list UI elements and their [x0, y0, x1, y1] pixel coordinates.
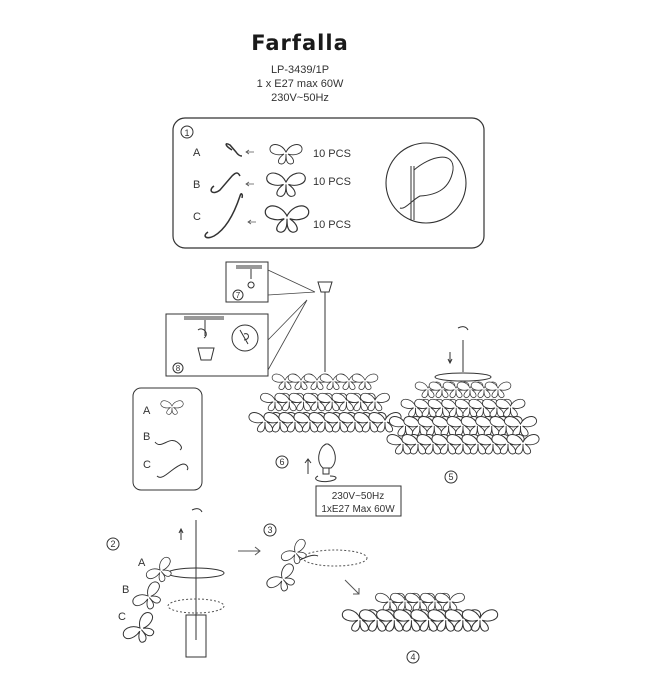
step8-canopy-panel: 8: [165, 299, 308, 377]
hook-a-icon: [225, 143, 243, 157]
step-number-4: 4: [410, 652, 415, 662]
arrow-icon: [238, 546, 261, 556]
hook-c-icon: [204, 193, 243, 239]
bulb-icon: [318, 443, 336, 475]
part-b-qty: 10 PCS: [313, 176, 351, 188]
part-a-qty: 10 PCS: [313, 148, 351, 160]
voltage-spec: 230V~50Hz: [271, 92, 329, 104]
page-title: Farfalla: [251, 31, 349, 55]
butterfly-a-icon: [269, 144, 303, 165]
arrow-icons: [245, 149, 256, 225]
part-c-qty: 10 PCS: [313, 219, 351, 231]
legend-c: C: [143, 459, 151, 471]
step-number-8: 8: [176, 364, 181, 373]
part-a-label: A: [193, 147, 201, 159]
step7-ceiling-hook-panel: 7: [225, 261, 316, 303]
step-number-5: 5: [448, 472, 453, 482]
assembly-step2: 2 A B C: [106, 508, 225, 658]
legend-a: A: [143, 405, 151, 417]
butterfly-detail-icon: [399, 156, 454, 220]
assembly-label-a: A: [138, 557, 146, 569]
rating-lamp: 1xE27 Max 60W: [321, 504, 395, 515]
step-number-1: 1: [184, 128, 189, 138]
assembly-label-b: B: [122, 584, 129, 596]
hook-legend-panel: A B C: [132, 387, 203, 491]
assembly-step4: 4: [341, 592, 499, 664]
lamp-spec: 1 x E27 max 60W: [256, 78, 344, 90]
step-number-3: 3: [267, 525, 272, 535]
hook-b-icon: [210, 172, 241, 194]
part-c-label: C: [193, 211, 201, 223]
step-number-7: 7: [236, 291, 241, 300]
butterfly-icon: [351, 373, 379, 390]
arrow-icon: [344, 579, 360, 595]
legend-b: B: [143, 431, 150, 443]
butterfly-b-icon: [266, 172, 306, 197]
step1-parts-panel: 1 A B C 10 PCS 10 PCS 10 PCS: [172, 117, 485, 249]
rating-voltage: 230V~50Hz: [332, 491, 385, 502]
butterfly-c-icon: [264, 205, 310, 233]
step-number-6: 6: [279, 457, 284, 467]
step-number-2: 2: [110, 539, 115, 549]
assembly-label-c: C: [118, 611, 126, 623]
rating-label-box: 230V~50Hz 1xE27 Max 60W: [315, 485, 402, 517]
detail-circle: [385, 142, 467, 224]
chandelier-step6: 6: [248, 281, 402, 483]
assembly-step3: 3: [263, 523, 368, 598]
model-number: LP-3439/1P: [270, 64, 330, 76]
part-b-label: B: [193, 179, 200, 191]
chandelier-step5: 5: [386, 326, 540, 484]
